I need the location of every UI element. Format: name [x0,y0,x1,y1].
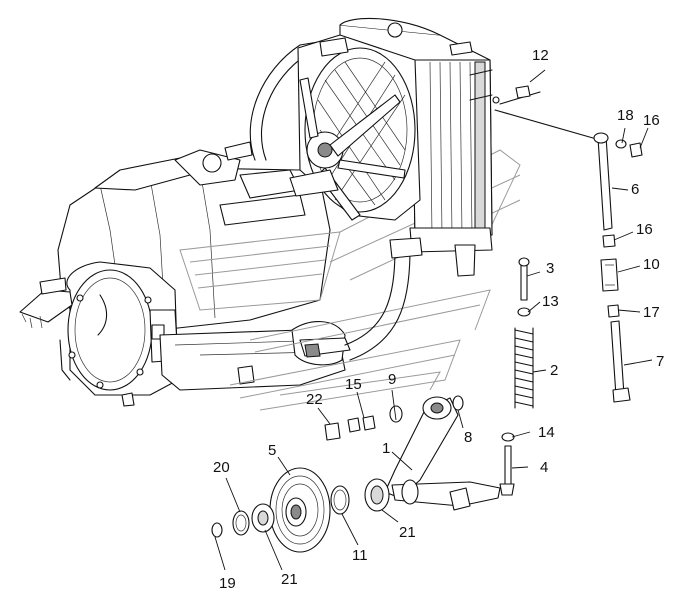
callout-18: 18 [617,107,634,124]
callout-4: 4 [540,459,548,476]
callout-14: 14 [538,424,555,441]
spring-rod-assembly [499,257,534,496]
callout-7: 7 [656,353,664,370]
callout-16-middle: 16 [636,221,653,238]
callout-11: 11 [352,547,368,564]
engine-assembly [19,39,351,407]
callout-labels: 12 18 16 6 16 10 17 7 3 13 2 14 4 8 9 15… [213,47,664,592]
callout-19: 19 [219,575,236,592]
callout-15: 15 [345,376,362,393]
callout-9: 9 [388,371,396,388]
callout-3: 3 [546,260,554,277]
intake-pipe [344,237,423,361]
callout-2: 2 [550,362,558,379]
callout-20: 20 [213,459,230,476]
callout-8: 8 [464,429,472,446]
callout-22: 22 [306,391,323,408]
callout-17: 17 [643,304,660,321]
callout-5: 5 [268,442,276,459]
turnbuckle-assembly [494,85,643,403]
callout-12: 12 [532,47,549,64]
tensioner-assembly [211,395,501,553]
callout-10: 10 [643,256,660,273]
callout-13: 13 [542,293,559,310]
callout-1: 1 [382,440,390,457]
callout-21-left: 21 [281,571,298,588]
callout-16-top: 16 [643,112,660,129]
callout-6: 6 [631,181,639,198]
leader-lines [214,69,653,571]
callout-21-right: 21 [399,524,416,541]
fan-assembly [289,34,473,221]
